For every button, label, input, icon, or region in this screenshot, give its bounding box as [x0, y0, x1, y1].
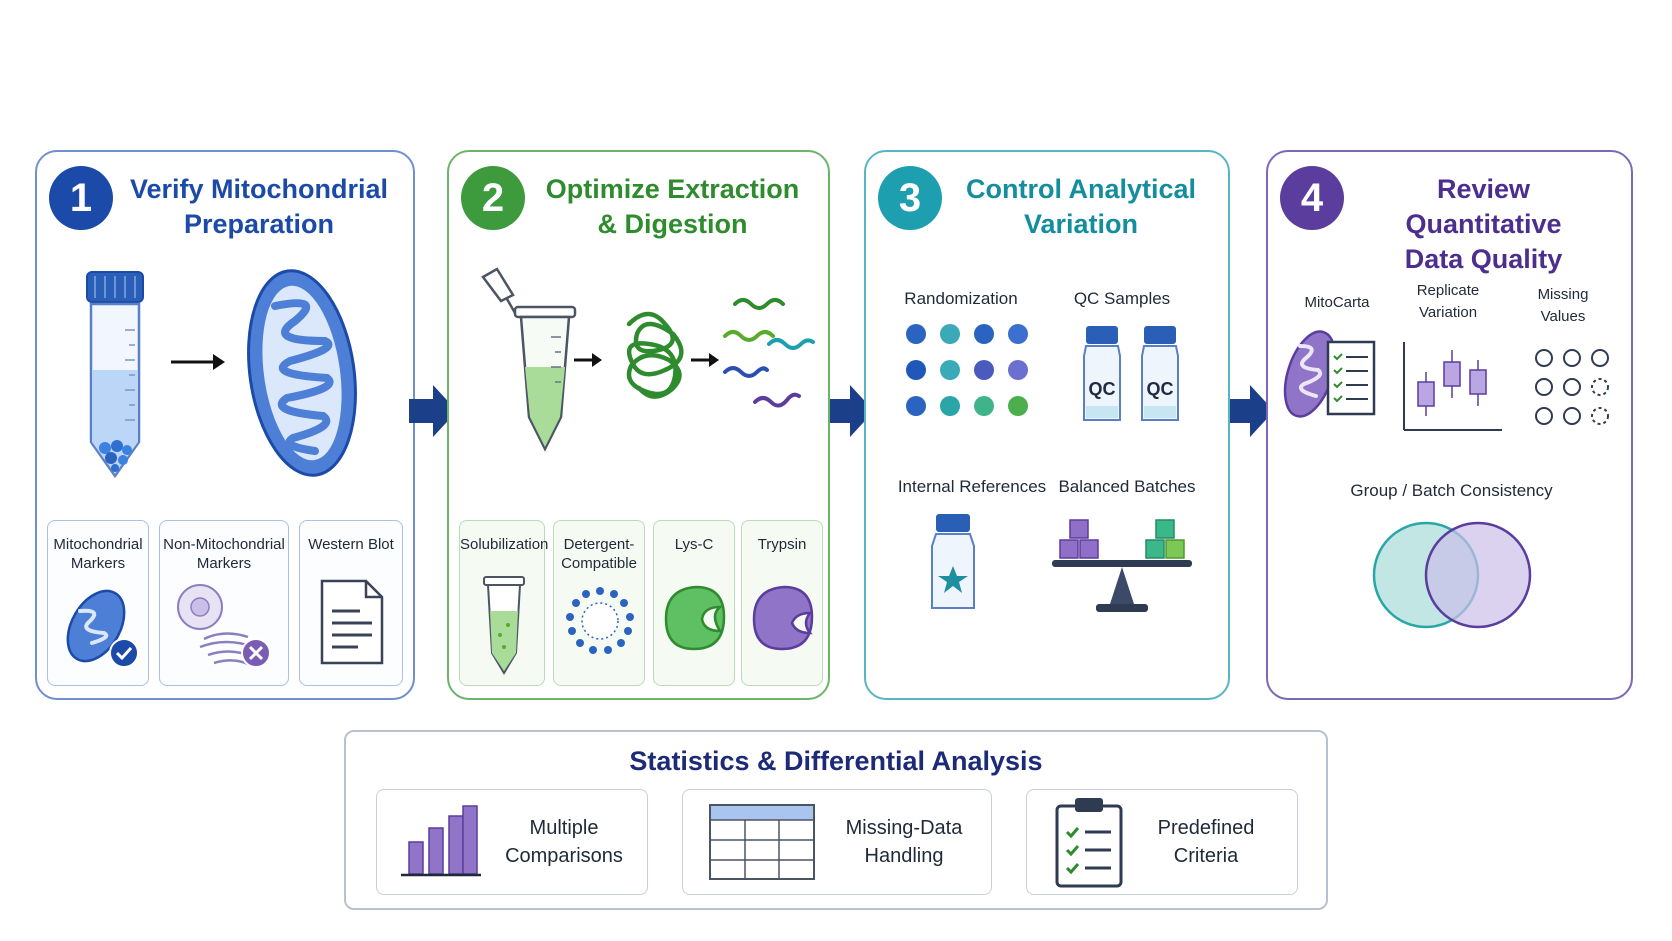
- replicate-variation-label: Replicate Variation: [1416, 282, 1480, 321]
- tube-icon: [483, 576, 525, 675]
- step-4-number: 4: [1280, 166, 1344, 230]
- document-icon: [320, 579, 384, 665]
- mitochondrial-markers-card: Mitochondrial Markers: [47, 520, 149, 686]
- qc-vial-icon: [1083, 326, 1121, 421]
- mitochondrion-check-icon: [66, 589, 139, 668]
- step-2-title: Optimize Extraction & Digestion: [545, 174, 800, 239]
- step-3-number: 3: [878, 166, 942, 230]
- peptides-icon: [723, 298, 815, 408]
- mitocarta-label: MitoCarta: [1304, 294, 1370, 311]
- trypsin-card: Trypsin: [741, 520, 823, 686]
- step-1-title: Verify Mitochondrial Preparation: [129, 174, 389, 239]
- statistics-panel: Statistics & Differential Analysis Multi…: [344, 730, 1328, 910]
- lys-c-card: Lys-C: [653, 520, 735, 686]
- statistics-title: Statistics & Differential Analysis: [629, 746, 1043, 776]
- reference-vial-icon: [931, 514, 975, 609]
- box-plot-icon: [1403, 342, 1502, 431]
- arrow-right-icon: [574, 353, 602, 367]
- mitochondrion-icon: [247, 269, 357, 477]
- flow-arrow-1-icon: [409, 385, 457, 437]
- mitocarta-checklist-icon: [1283, 330, 1376, 418]
- multiple-comparisons-card: Multiple Comparisons: [376, 789, 648, 895]
- trypsin-enzyme-icon: [752, 585, 814, 651]
- step-4-title: Review Quantitative Data Quality: [1404, 174, 1563, 274]
- micelle-icon: [566, 587, 634, 654]
- organelle-cross-icon: [177, 584, 271, 668]
- internal-references-label: Internal References: [897, 477, 1047, 496]
- venn-diagram-icon: [1372, 521, 1532, 629]
- arrow-right-icon: [691, 353, 719, 367]
- step-2-number: 2: [461, 166, 525, 230]
- qc-vial-label: QC: [1146, 379, 1174, 399]
- predefined-criteria-card: Predefined Criteria: [1026, 789, 1298, 895]
- flow-arrow-2-icon: [826, 385, 874, 437]
- multiple-comparisons-label: Multiple Comparisons: [505, 817, 623, 867]
- detergent-compatible-card: Detergent- Compatible: [553, 520, 645, 686]
- step-1-number: 1: [49, 166, 113, 230]
- missing-data-handling-label: Missing-Data Handling: [845, 817, 963, 867]
- microtube-icon: [481, 267, 577, 452]
- qc-vial-icon: [1141, 326, 1179, 421]
- group-batch-label: Group / Batch Consistency: [1350, 481, 1553, 500]
- missing-values-grid-icon: [1535, 349, 1609, 425]
- randomization-label: Randomization: [904, 289, 1018, 308]
- predefined-criteria-label: Predefined Criteria: [1157, 817, 1255, 867]
- balance-scale-icon: [1052, 519, 1192, 612]
- non-mitochondrial-markers-card: Non-Mitochondrial Markers: [159, 520, 289, 686]
- qc-vial-label: QC: [1088, 379, 1116, 399]
- sample-tube-icon: [86, 271, 144, 479]
- arrow-right-icon: [171, 354, 225, 370]
- randomized-dots-icon: [906, 324, 1028, 416]
- step-2-panel: 2 Optimize Extraction & Digestion Solubi…: [447, 150, 830, 700]
- clipboard-checklist-icon: [1055, 798, 1123, 888]
- qc-samples-label: QC Samples: [1073, 289, 1171, 308]
- table-grid-icon: [709, 804, 815, 880]
- lys-c-enzyme-icon: [664, 585, 726, 651]
- step-4-panel: 4 Review Quantitative Data Quality MitoC…: [1266, 150, 1633, 700]
- flow-arrow-3-icon: [1226, 385, 1274, 437]
- step-3-title: Control Analytical Variation: [965, 174, 1197, 239]
- western-blot-card: Western Blot: [299, 520, 403, 686]
- solubilization-card: Solubilization: [459, 520, 548, 686]
- missing-data-handling-card: Missing-Data Handling: [682, 789, 992, 895]
- step-1-panel: 1 Verify Mitochondrial Preparation: [35, 150, 415, 700]
- balanced-batches-label: Balanced Batches: [1058, 477, 1196, 496]
- step-3-panel: 3 Control Analytical Variation Randomiza…: [864, 150, 1230, 700]
- tangled-protein-icon: [626, 311, 684, 399]
- missing-values-label: Missing Values: [1537, 286, 1589, 325]
- bar-chart-icon: [401, 805, 481, 877]
